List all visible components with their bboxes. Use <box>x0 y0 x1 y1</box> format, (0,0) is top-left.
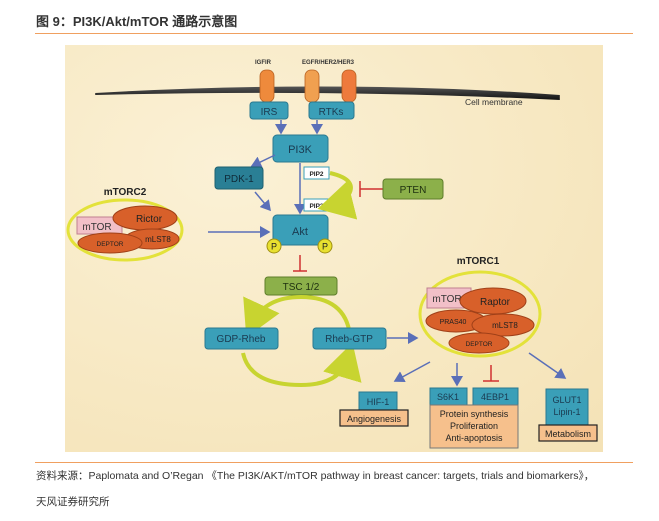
outcome-angiogenesis <box>339 409 409 427</box>
node-akt-label: Akt <box>292 226 308 238</box>
receptor-her3 <box>341 69 357 103</box>
mtorc1-raptor-label: Raptor <box>480 297 511 308</box>
mtorc2-mlst8-label: mLST8 <box>145 235 171 244</box>
node-pten-label: PTEN <box>400 185 427 196</box>
node-akt <box>272 214 329 246</box>
arrow-rheb-gtp-to-gdp <box>243 294 352 338</box>
outcome-angiogenesis-label: Angiogenesis <box>347 414 402 424</box>
node-rtks <box>308 101 355 120</box>
node-pi3k-label: PI3K <box>288 144 313 156</box>
cell-membrane-label: Cell membrane <box>465 97 523 107</box>
source-institution: 天风证券研究所 <box>36 496 110 508</box>
node-pdk1-label: PDK-1 <box>224 174 254 185</box>
source-divider <box>35 462 633 463</box>
source-citation: 资料来源：Paplomata and O’Regan 《The PI3K/AKT… <box>36 470 595 482</box>
arrow-mtorc1-glut1 <box>528 352 567 379</box>
cell-membrane <box>95 86 560 100</box>
mtorc1-ring <box>418 270 542 358</box>
mtorc1-mlst8-label: mLST8 <box>492 321 518 330</box>
node-gdp-rheb-label: GDP-Rheb <box>217 334 266 345</box>
mtorc1-raptor <box>459 287 527 315</box>
arrow-gdp-to-rheb-gtp <box>241 342 362 388</box>
node-rheb-gtp-label: Rheb-GTP <box>325 334 373 345</box>
receptor-egfr <box>304 69 320 103</box>
outcome-metabolism-label: Metabolism <box>545 429 591 439</box>
node-pten <box>382 178 444 200</box>
mtorc1-deptor-label: DEPTOR <box>466 341 493 348</box>
title-divider <box>35 33 633 34</box>
outcome-protein-synthesis <box>429 404 519 449</box>
node-rtks-label: RTKs <box>319 107 344 118</box>
node-pip2 <box>303 166 330 180</box>
node-pi3k <box>272 134 329 163</box>
outcome-anti-apoptosis-label: Anti-apoptosis <box>445 433 503 443</box>
phospho-left <box>266 238 282 254</box>
phospho-left-label: P <box>271 242 277 252</box>
pathway-diagram: Cell membrane IGFIR EGFR/HER2/HER3 IRS R… <box>65 45 603 452</box>
node-irs <box>249 101 289 120</box>
mtorc1-deptor <box>448 332 510 354</box>
phospho-right <box>317 238 333 254</box>
node-irs-label: IRS <box>261 107 278 118</box>
node-gdp-rheb <box>204 327 279 350</box>
outcome-protein-synthesis-label: Protein synthesis <box>440 409 509 419</box>
node-hif1-label: HIF-1 <box>367 397 390 407</box>
mtorc2-deptor <box>77 232 143 254</box>
mtorc2-deptor-label: DEPTOR <box>97 241 124 248</box>
outcome-proliferation-label: Proliferation <box>450 421 498 431</box>
node-tsc-label: TSC 1/2 <box>283 282 320 293</box>
figure-title: 图 9：PI3K/Akt/mTOR 通路示意图 <box>36 14 238 29</box>
receptor-label-igfir: IGFIR <box>255 60 272 66</box>
arrow-pi3k-pdk1 <box>250 154 276 168</box>
arrow-pip2-pip3 <box>317 171 358 220</box>
arrow-pdk1-akt <box>254 191 271 212</box>
receptor-label-egfr: EGFR/HER2/HER3 <box>302 60 355 66</box>
node-s6k1-label: S6K1 <box>437 392 459 402</box>
outcome-metabolism <box>538 424 598 442</box>
node-rheb-gtp <box>312 327 387 350</box>
mtorc2-title: mTORC2 <box>104 187 147 198</box>
mtorc2-rictor-label: Rictor <box>136 214 163 225</box>
node-pip3-label: PIP3 <box>309 203 323 210</box>
receptor-igfir <box>259 69 275 103</box>
node-glut1-label: GLUT1 <box>552 395 581 405</box>
arrow-mtorc1-hif1 <box>393 361 431 382</box>
mtorc1-mtor-label: mTOR <box>432 294 461 305</box>
node-pip2-label: PIP2 <box>309 171 323 178</box>
node-pdk1 <box>214 166 264 190</box>
mtorc2-mtor-label: mTOR <box>82 222 111 233</box>
mtorc1-pras40-label: PRAS40 <box>440 319 467 326</box>
phospho-right-label: P <box>322 242 328 252</box>
mtorc2-ring <box>66 198 184 262</box>
pathway-svg: Cell membrane IGFIR EGFR/HER2/HER3 IRS R… <box>66 60 598 449</box>
node-4ebp1-label: 4EBP1 <box>481 392 509 402</box>
mtorc1-mlst8 <box>471 313 535 337</box>
mtorc1-title: mTORC1 <box>457 256 500 267</box>
node-lipin1-label: Lipin-1 <box>553 407 580 417</box>
